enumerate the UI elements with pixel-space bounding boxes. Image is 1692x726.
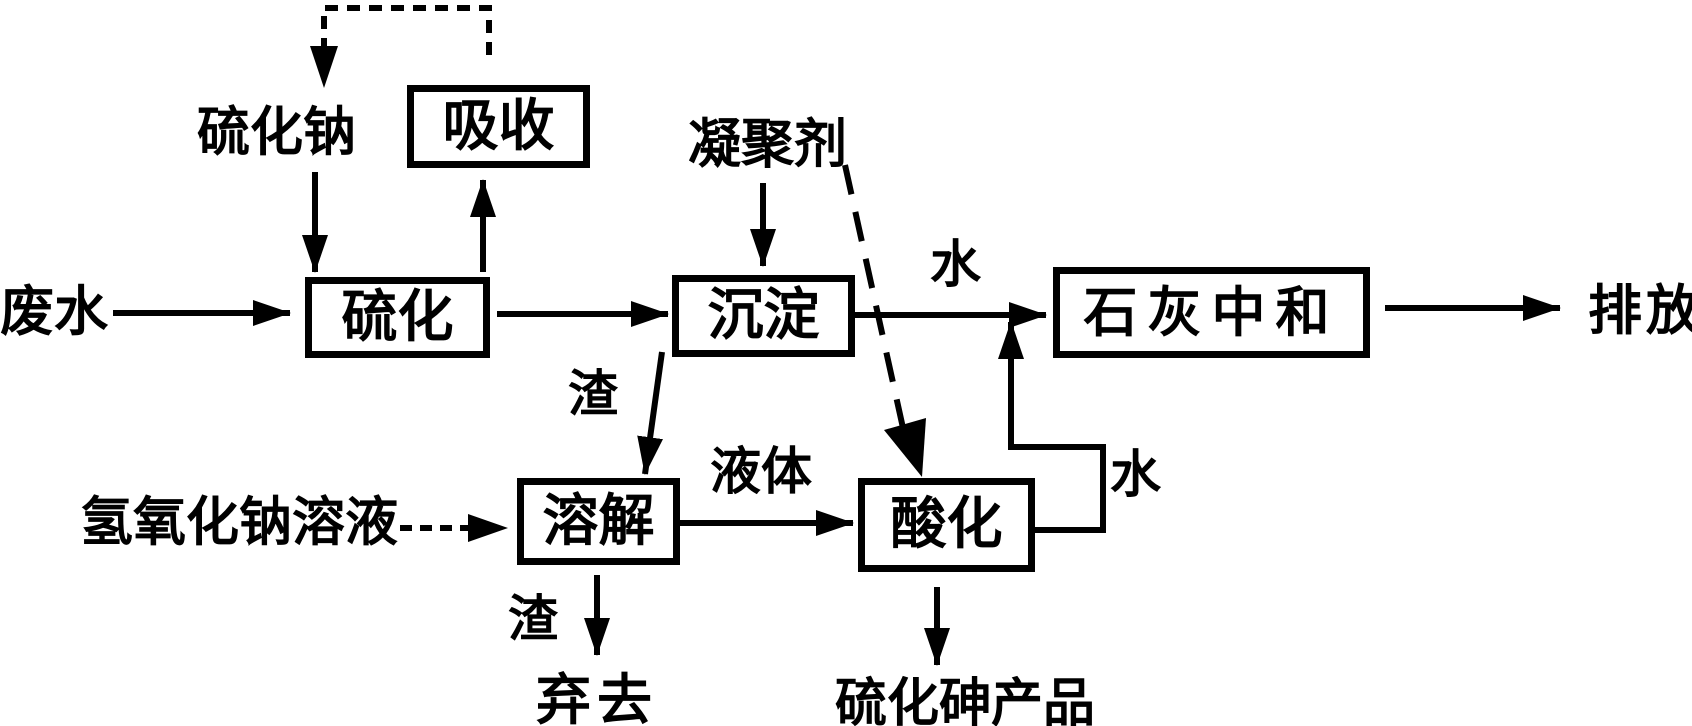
label-slag-lower: 渣 <box>508 590 558 648</box>
node-sulfidation: 硫化 <box>305 277 490 358</box>
label-arsenic-sulfide-product: 硫化砷产品 <box>835 674 1096 726</box>
arrowhead-to-dissolution <box>468 514 508 542</box>
node-acidification: 酸化 <box>858 478 1035 572</box>
node-lime-neutralization-label: 石灰中和 <box>1083 280 1340 344</box>
label-sodium-hydroxide-solution: 氢氧化钠溶液 <box>80 492 398 553</box>
node-absorb: 吸收 <box>407 85 590 168</box>
node-dissolution: 溶解 <box>517 478 680 565</box>
node-dissolution-label: 溶解 <box>542 488 655 554</box>
label-coagulant: 凝聚剂 <box>688 114 847 175</box>
node-acidification-label: 酸化 <box>890 492 1003 557</box>
node-sulfidation-label: 硫化 <box>341 284 454 350</box>
label-sodium-sulfide: 硫化钠 <box>197 102 356 163</box>
arrow-slag-to-dissolution <box>637 351 665 475</box>
label-discharge: 排放 <box>1588 279 1692 342</box>
label-liquid: 液体 <box>710 443 813 502</box>
arrowhead-to-sodium-sulfide <box>310 46 338 88</box>
node-precipitation: 沉淀 <box>672 275 855 357</box>
arrowhead-to-acidification <box>884 418 926 477</box>
arrow-acidification-water-recycle <box>998 321 1106 533</box>
node-precipitation-label: 沉淀 <box>707 283 820 348</box>
label-discard: 弃去 <box>536 668 659 726</box>
label-wastewater: 废水 <box>0 280 108 343</box>
label-slag-upper: 渣 <box>568 365 618 423</box>
node-absorb-label: 吸收 <box>442 93 555 159</box>
label-water-top: 水 <box>930 236 982 295</box>
label-water-right: 水 <box>1110 446 1162 505</box>
node-lime-neutralization: 石灰中和 <box>1053 267 1370 358</box>
dashed-line-absorb-to-sodium-sulfide <box>321 5 492 55</box>
